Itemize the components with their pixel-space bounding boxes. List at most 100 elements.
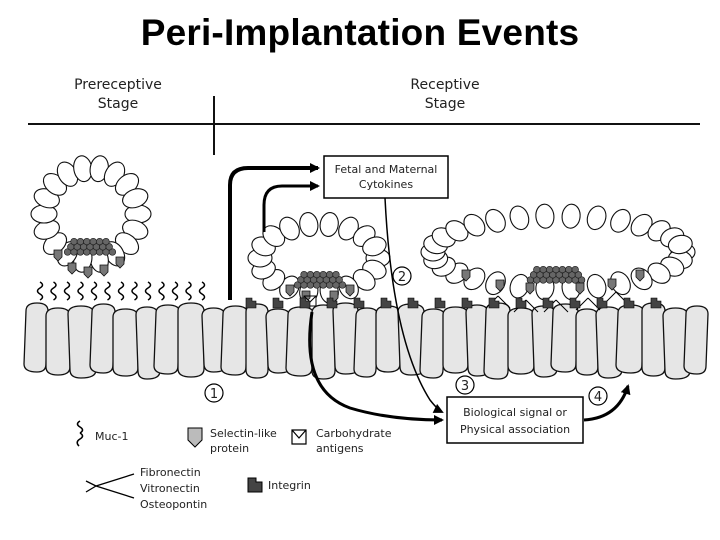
cytokines-label-1: Fetal and Maternal bbox=[335, 163, 438, 176]
trophectoderm-cell bbox=[445, 220, 469, 242]
integrin bbox=[407, 297, 419, 309]
legend-carbohydrate-2: antigens bbox=[316, 442, 364, 455]
integrin-legend-icon bbox=[247, 477, 263, 493]
epithelial-cell bbox=[483, 302, 511, 380]
receptive-label-2: Stage bbox=[425, 96, 465, 112]
epithelial-cell bbox=[550, 303, 579, 373]
arrow-contact-to-signal bbox=[308, 311, 444, 425]
selectin-protein bbox=[575, 282, 585, 295]
inner-cell-mass-cell bbox=[533, 265, 541, 274]
arrow-to-cytokines-2 bbox=[262, 181, 320, 232]
legend-vitronectin: Vitronectin bbox=[140, 482, 200, 495]
trophectoderm-cell bbox=[299, 212, 319, 237]
integrin bbox=[299, 297, 311, 309]
muc1-molecule bbox=[158, 281, 165, 301]
epithelial-cell bbox=[442, 306, 469, 374]
selectin-protein bbox=[345, 284, 355, 297]
inner-cell-mass-cell bbox=[83, 237, 91, 246]
selectin-protein bbox=[635, 269, 645, 282]
inner-cell-mass-cell bbox=[552, 265, 560, 274]
blastocyst-prereceptive bbox=[30, 155, 152, 279]
muc1-molecule bbox=[198, 281, 206, 301]
legend-integrin: Integrin bbox=[268, 479, 311, 492]
inner-cell-mass-cell bbox=[108, 248, 117, 256]
arrow-to-cytokines-1 bbox=[228, 163, 320, 300]
arrow-cytokines-to-signal bbox=[384, 197, 444, 413]
inner-cell-mass-cell bbox=[313, 270, 321, 279]
trophectoderm-cell bbox=[561, 203, 581, 229]
epithelial-cell bbox=[641, 302, 666, 377]
muc1-molecule bbox=[63, 281, 71, 301]
selectin-legend-icon bbox=[187, 427, 203, 448]
inner-cell-mass-cell bbox=[102, 237, 110, 246]
trophectoderm-cell bbox=[586, 205, 607, 231]
inner-cell-mass-cell bbox=[319, 270, 327, 279]
step-4-label: 4 bbox=[594, 390, 602, 405]
selectin-protein bbox=[495, 279, 505, 292]
muc1-molecule bbox=[131, 281, 138, 301]
integrin bbox=[380, 297, 392, 309]
epithelial-cell bbox=[683, 305, 709, 375]
integrin bbox=[542, 297, 554, 309]
trophectoderm-cell bbox=[610, 208, 631, 233]
legend-selectin-2: protein bbox=[210, 442, 249, 455]
epithelium bbox=[23, 302, 709, 380]
ecm-legend-icon bbox=[85, 473, 135, 499]
integrin bbox=[650, 297, 662, 309]
step-3-marker bbox=[455, 375, 475, 395]
legend-osteopontin: Osteopontin bbox=[140, 498, 207, 511]
signal-box bbox=[446, 396, 584, 444]
page-title: Peri-Implantation Events bbox=[140, 12, 580, 53]
integrin bbox=[515, 297, 527, 309]
integrin bbox=[623, 297, 635, 309]
cytokines-box bbox=[323, 155, 449, 199]
inner-cell-mass-cell bbox=[70, 237, 78, 246]
trophectoderm-cell bbox=[586, 273, 607, 299]
receptive-label-1: Receptive bbox=[410, 77, 479, 93]
inner-cell-mass-cell bbox=[335, 276, 343, 284]
selectin-protein bbox=[67, 262, 77, 275]
epithelial-cell bbox=[45, 307, 71, 376]
step-2-marker bbox=[392, 266, 412, 286]
signal-label-1: Biological signal or bbox=[463, 406, 567, 419]
inner-cell-mass-cell bbox=[105, 243, 113, 251]
step-4-marker bbox=[588, 386, 608, 406]
inner-cell-mass-cell bbox=[545, 265, 554, 274]
trophectoderm-cell bbox=[122, 188, 149, 209]
muc1-molecule bbox=[185, 281, 192, 301]
legend-selectin-1: Selectin-like bbox=[210, 427, 277, 440]
step-3-label: 3 bbox=[461, 379, 469, 394]
integrin bbox=[245, 297, 257, 309]
epithelial-cell bbox=[507, 307, 535, 375]
selectin-protein bbox=[607, 278, 617, 291]
integrin bbox=[434, 297, 446, 309]
integrin bbox=[272, 297, 284, 309]
trophectoderm-cell bbox=[485, 208, 506, 233]
trophectoderm-cell bbox=[463, 213, 486, 237]
epithelial-cell bbox=[375, 305, 401, 373]
inner-cell-mass-cell bbox=[325, 270, 334, 279]
selectin-protein bbox=[99, 264, 109, 277]
legend-fibronectin: Fibronectin bbox=[140, 466, 201, 479]
integrin bbox=[569, 297, 581, 309]
step-1-label: 1 bbox=[210, 387, 218, 402]
epithelial-cell bbox=[575, 308, 599, 376]
epithelial-cell bbox=[220, 305, 249, 376]
prereceptive-label-1: Prereceptive bbox=[74, 77, 162, 93]
legend-muc1: Muc-1 bbox=[95, 430, 128, 443]
trophectoderm-cell bbox=[362, 236, 387, 257]
integrin bbox=[596, 297, 608, 309]
step-2-label: 2 bbox=[398, 270, 406, 285]
muc1-molecules bbox=[36, 281, 662, 309]
inner-cell-mass-cell bbox=[89, 237, 97, 246]
selectin-protein bbox=[53, 249, 63, 262]
epithelial-cell bbox=[23, 302, 49, 373]
integrin bbox=[326, 297, 338, 309]
inner-cell-mass-cell bbox=[571, 265, 579, 274]
blastocyst-apposition bbox=[247, 212, 391, 307]
step-1-marker bbox=[204, 383, 224, 403]
inner-cell-mass-cell bbox=[95, 237, 104, 246]
integrin bbox=[353, 297, 365, 309]
inner-cell-mass-cell bbox=[76, 237, 85, 246]
